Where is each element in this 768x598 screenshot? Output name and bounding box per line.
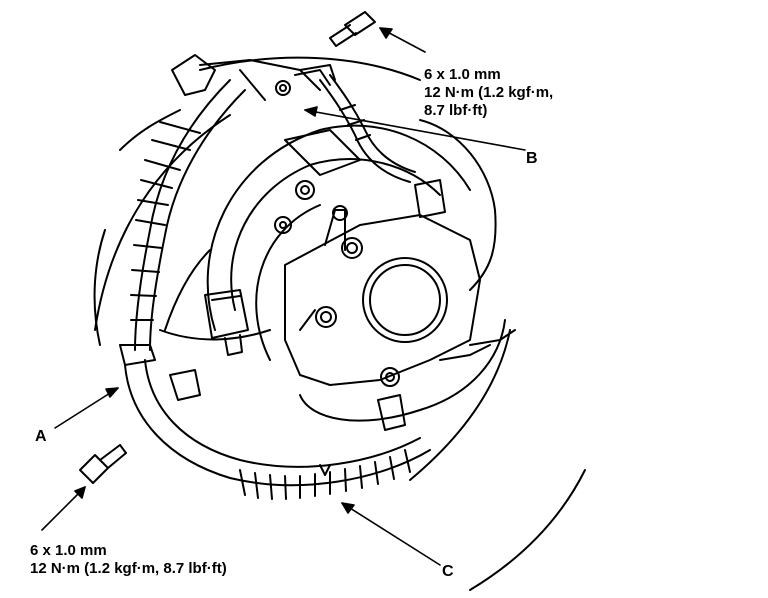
connectors xyxy=(169,179,446,431)
harness-a xyxy=(119,79,246,366)
top-bolt-torque-lbf: 8.7 lbf·ft) xyxy=(424,102,488,119)
top-bolt-torque: 12 N·m (1.2 kgf·m, xyxy=(424,84,554,101)
background-arcs xyxy=(93,56,586,591)
bottom-bolt-spec: 6 x 1.0 mm 12 N·m (1.2 kgf·m, 8.7 lbf·ft… xyxy=(30,542,227,578)
top-bolt-spec: 6 x 1.0 mm 12 N·m (1.2 kgf·m, 8.7 lbf·ft… xyxy=(424,66,553,120)
bottom-bolt-size: 6 x 1.0 mm xyxy=(30,542,107,559)
bottom-bolt-torque: 12 N·m (1.2 kgf·m, 8.7 lbf·ft) xyxy=(30,560,227,577)
throttle-body xyxy=(284,205,516,387)
label-c: C xyxy=(442,563,454,580)
transmission-housing xyxy=(159,119,506,422)
harness-b xyxy=(299,64,416,183)
top-bolt-size: 6 x 1.0 mm xyxy=(424,66,501,83)
leader-lines xyxy=(41,27,526,566)
harness-c xyxy=(124,359,431,500)
label-b: B xyxy=(526,150,538,167)
upper-bracket xyxy=(171,54,331,101)
bottom-bolt-icon xyxy=(79,444,127,484)
label-a: A xyxy=(35,428,47,445)
top-bolt-icon xyxy=(329,11,376,47)
